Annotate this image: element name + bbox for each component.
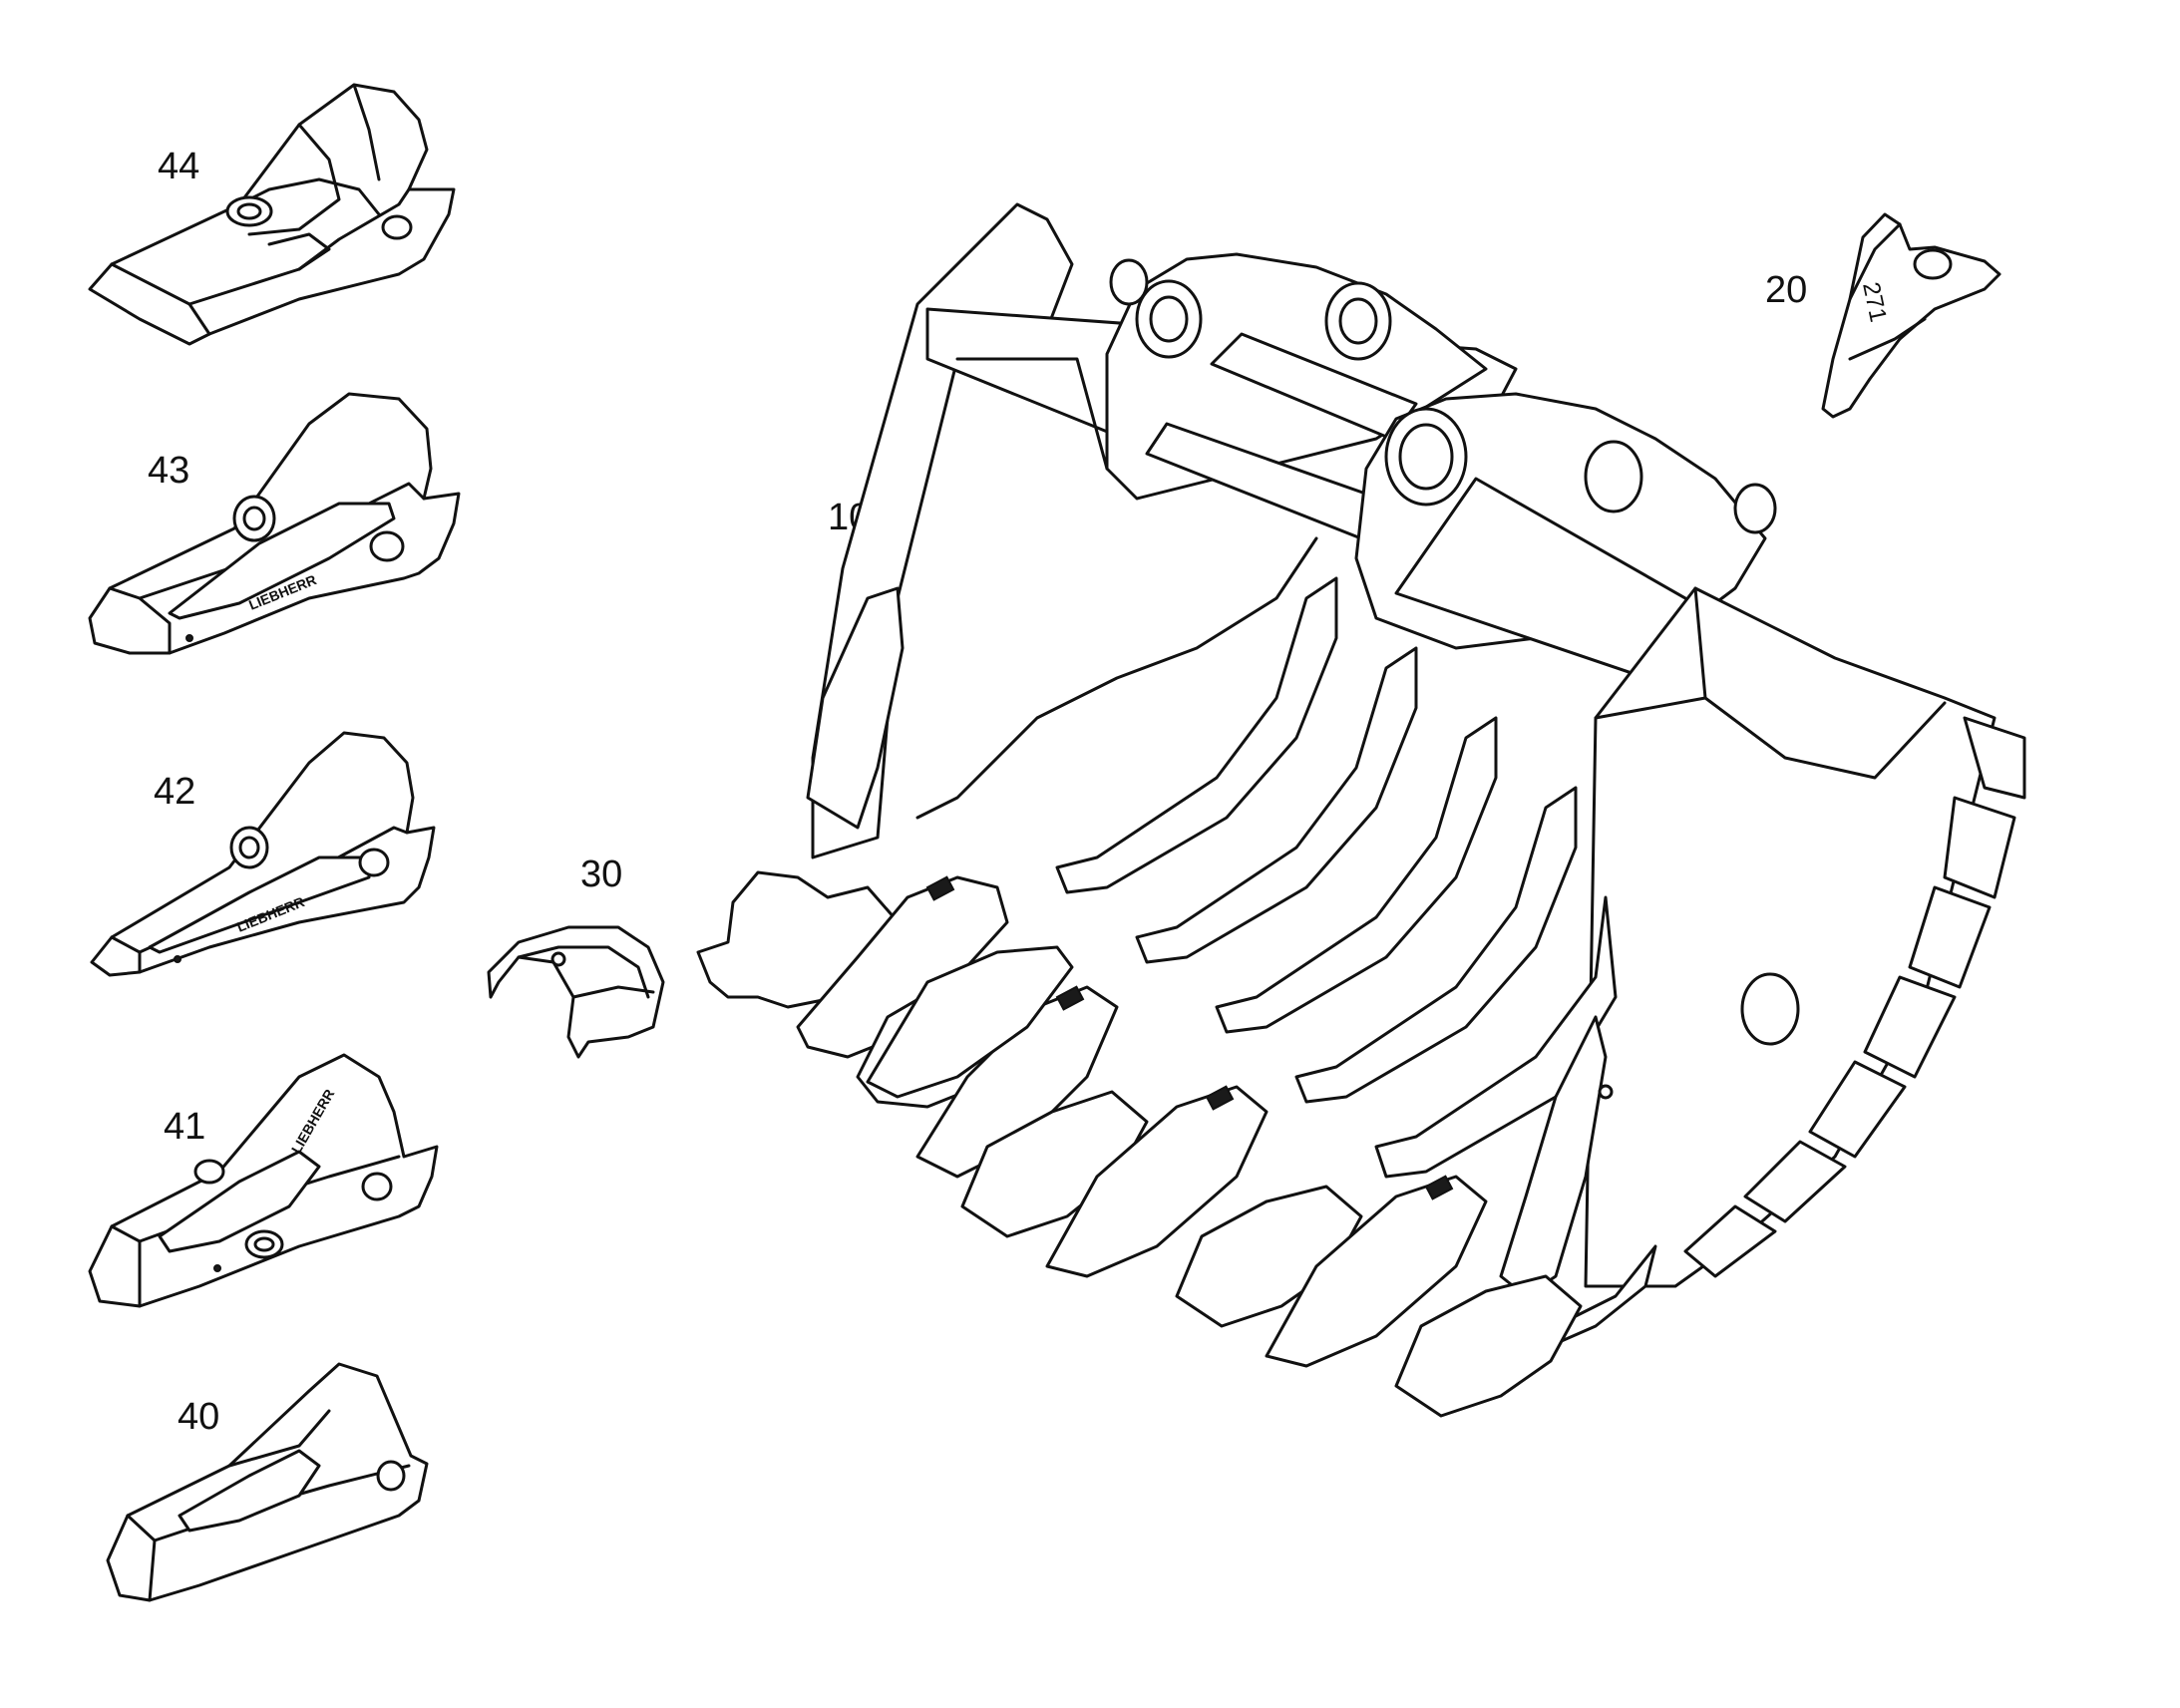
callout-41: 41 (164, 1106, 206, 1148)
lip-protector-30 (487, 925, 665, 1059)
callout-42: 42 (154, 771, 196, 813)
tooth-41: LIEBHERR (88, 1053, 439, 1308)
callout-44: 44 (158, 146, 200, 187)
tooth-40 (106, 1362, 429, 1602)
callout-30: 30 (580, 854, 623, 895)
bucket-teeth (696, 870, 1583, 1418)
side-cutter-20: 271 (1821, 212, 2001, 419)
tooth-43: LIEBHERR (88, 392, 461, 655)
tooth-42: LIEBHERR (90, 731, 436, 977)
bucket-10 (696, 202, 2026, 1418)
callout-43: 43 (148, 450, 190, 492)
tooth-44 (88, 83, 456, 346)
callout-20: 20 (1765, 269, 1808, 311)
callout-40: 40 (178, 1396, 220, 1438)
